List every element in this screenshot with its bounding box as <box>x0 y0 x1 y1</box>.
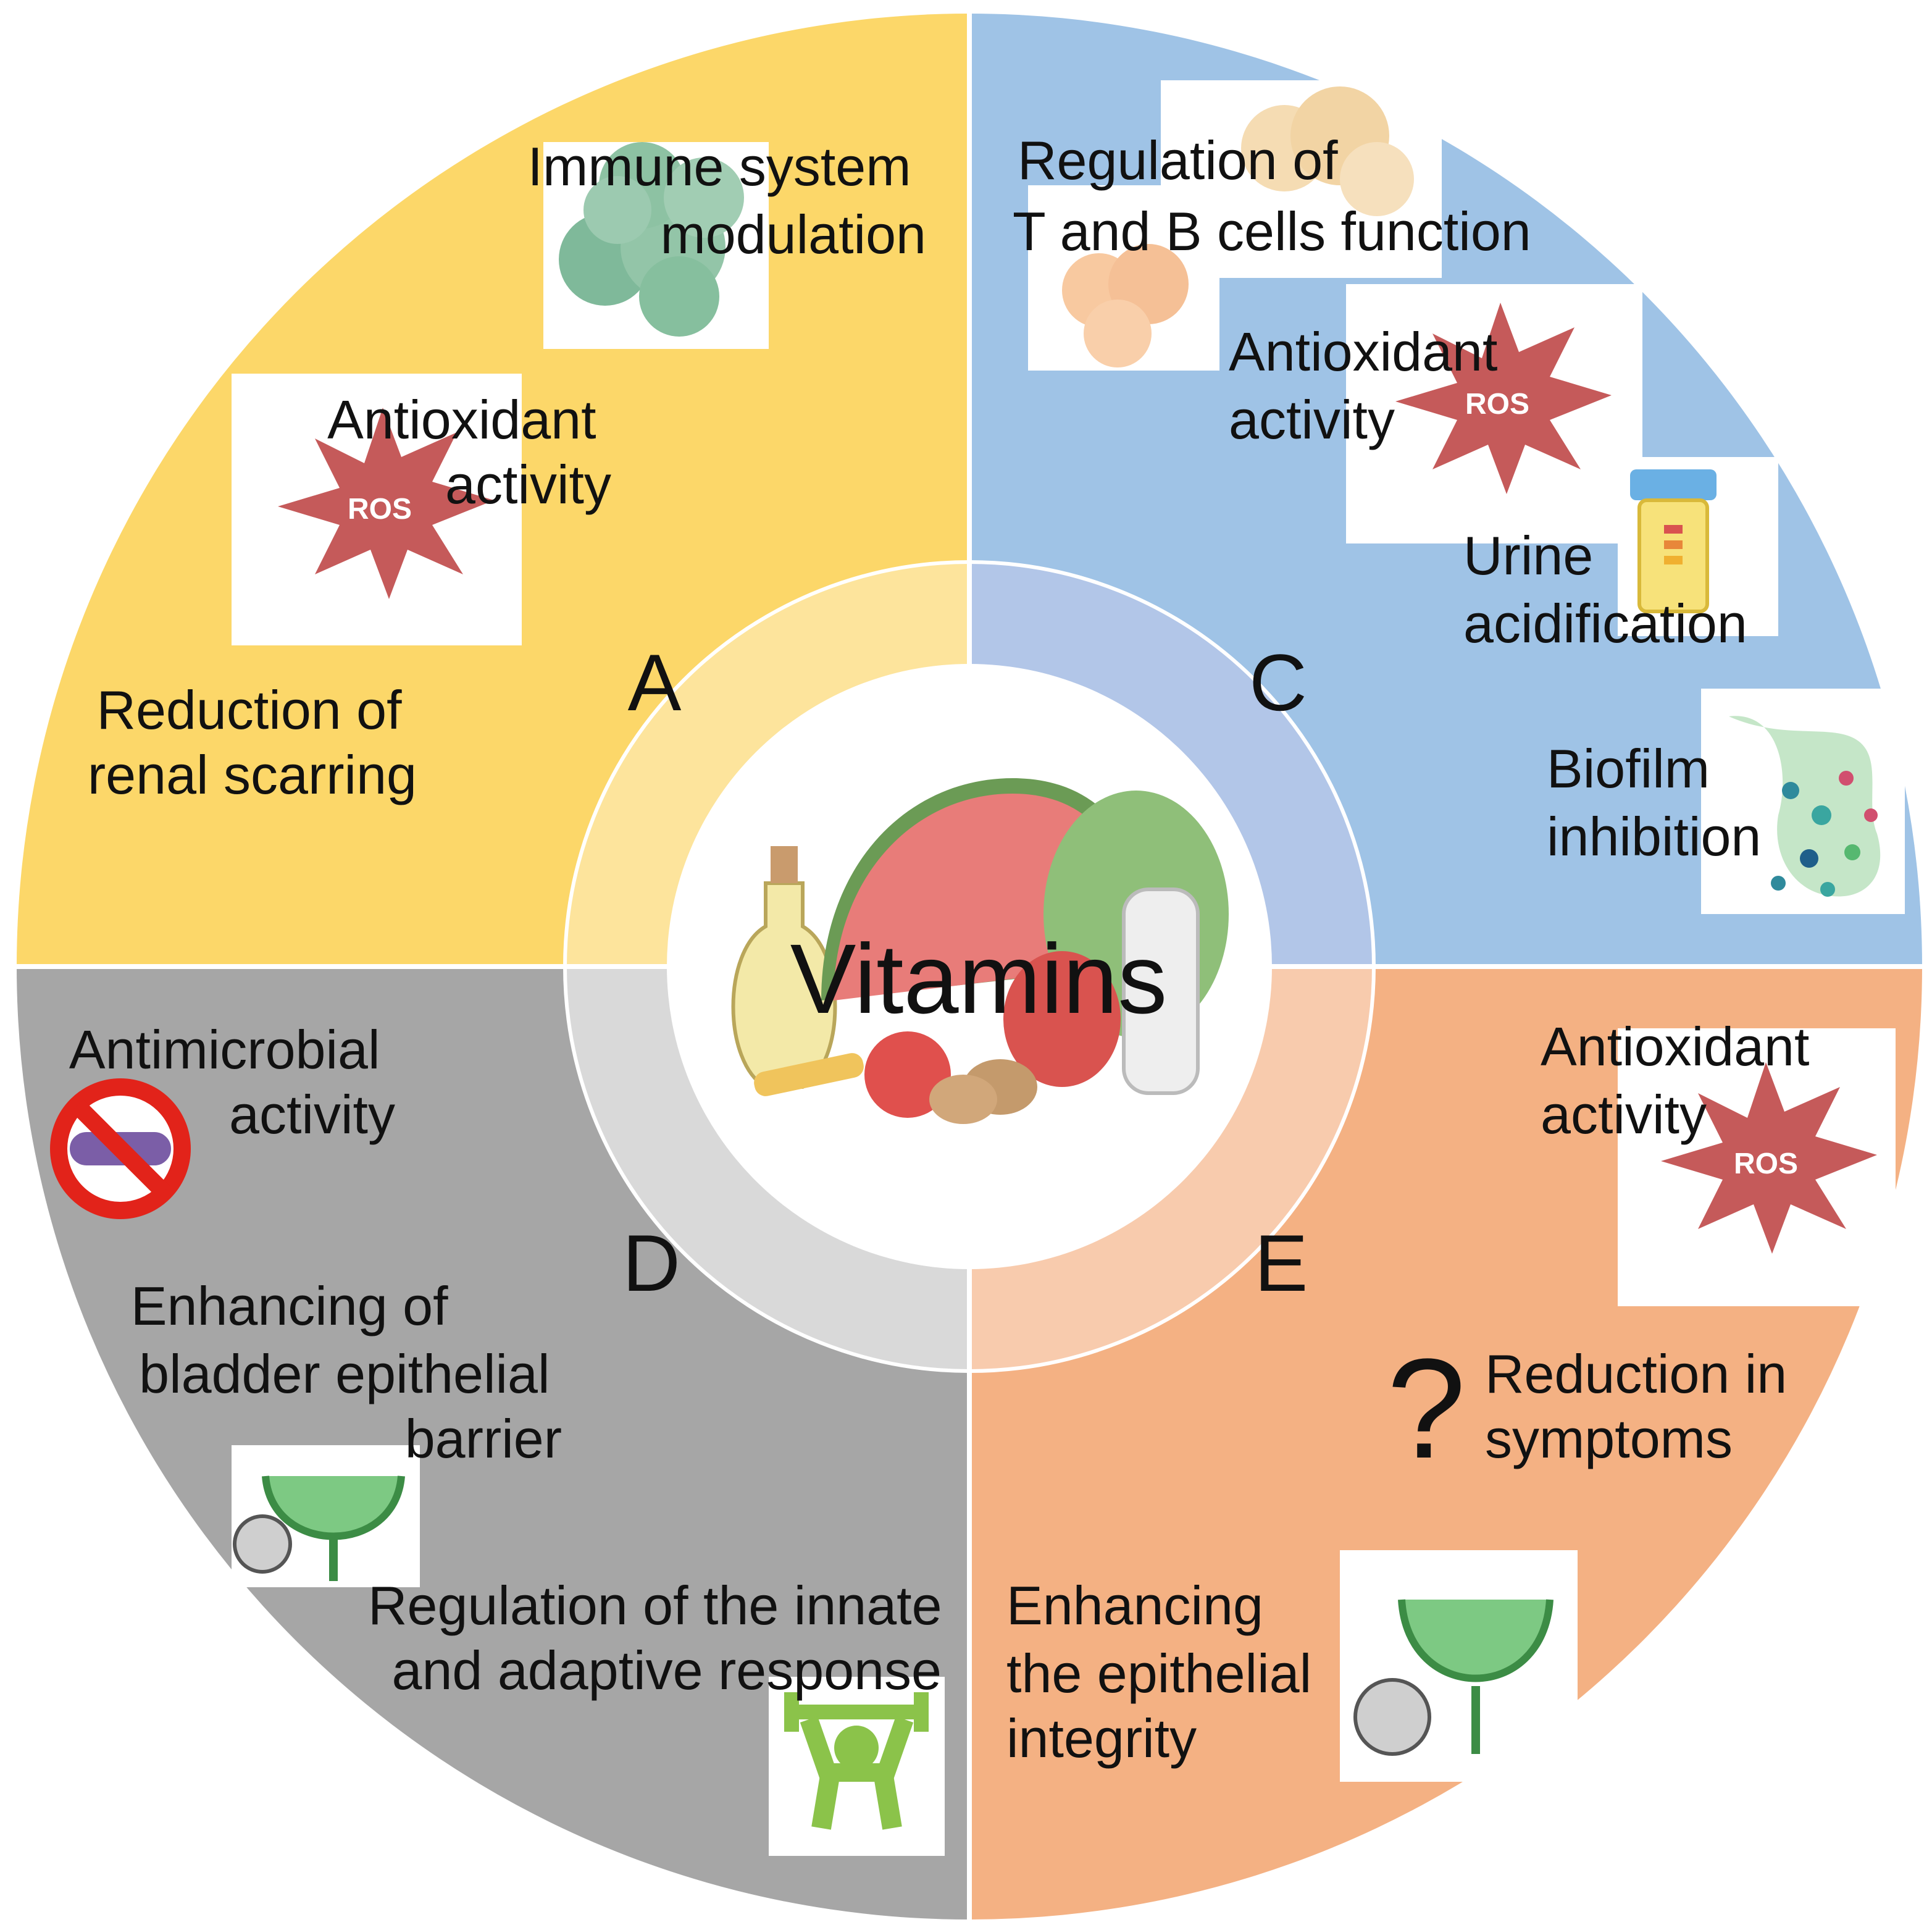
renal-scarring-label: Reduction of renal scarring <box>88 679 417 805</box>
center-title: Vitamins <box>790 923 1168 1034</box>
antioxidant-label-c: Antioxidant activity <box>1229 321 1513 450</box>
quadrant-c-icons: ROS <box>1028 80 1905 914</box>
quadrant-a-letter: A <box>628 637 682 728</box>
strength-icon <box>784 1692 929 1830</box>
quadrant-a-icons: ROS <box>232 142 769 645</box>
urine-cup-icon <box>1630 469 1717 613</box>
ros-icon: ROS <box>1661 1062 1877 1254</box>
ros-label: ROS <box>1465 388 1529 421</box>
t-b-cells-label: Regulation of T and B cells function <box>1013 130 1531 262</box>
quadrant-c-letter: C <box>1249 637 1307 728</box>
immune-cells-icon <box>559 142 744 337</box>
ros-icon: ROS <box>1395 303 1612 494</box>
no-bacteria-icon <box>50 1078 191 1219</box>
quadrant-e-icons: ROS <box>1340 1028 1896 1782</box>
ros-icon: ROS <box>278 408 494 599</box>
immune-modulation-label: Immune system modulation <box>528 136 926 265</box>
quadrant-e-letter: E <box>1255 1218 1308 1308</box>
ros-label: ROS <box>348 493 412 526</box>
bladder-icon <box>1353 1599 1554 1756</box>
antioxidant-label-a: Antioxidant activity <box>327 389 611 515</box>
antimicrobial-label: Antimicrobial activity <box>69 1019 395 1145</box>
lymphocytes-icon <box>1062 86 1414 367</box>
quadrant-d-icons <box>50 1078 945 1856</box>
antioxidant-label-e: Antioxidant activity <box>1541 1016 1825 1145</box>
biofilm-inhibition-label: Biofilm inhibition <box>1547 738 1761 867</box>
ros-label: ROS <box>1734 1148 1798 1180</box>
biofilm-icon <box>1729 716 1881 897</box>
epithelial-integrity-label: Enhancing the epithelial integrity <box>1006 1575 1327 1769</box>
bladder-icon <box>233 1475 405 1581</box>
question-mark-icon: ? <box>1387 1329 1466 1488</box>
center-hub: Vitamins <box>667 664 1272 1269</box>
fruits-vegetables-icon <box>731 778 1229 1124</box>
quadrant-d-letter: D <box>622 1218 680 1308</box>
urine-acidification-label: Urine acidification <box>1463 525 1747 654</box>
innate-adaptive-label: Regulation of the innate and adaptive re… <box>368 1575 957 1701</box>
bladder-barrier-label: Enhancing of bladder epithelial barrier <box>131 1275 565 1469</box>
symptoms-label: Reduction in symptoms <box>1485 1343 1802 1469</box>
